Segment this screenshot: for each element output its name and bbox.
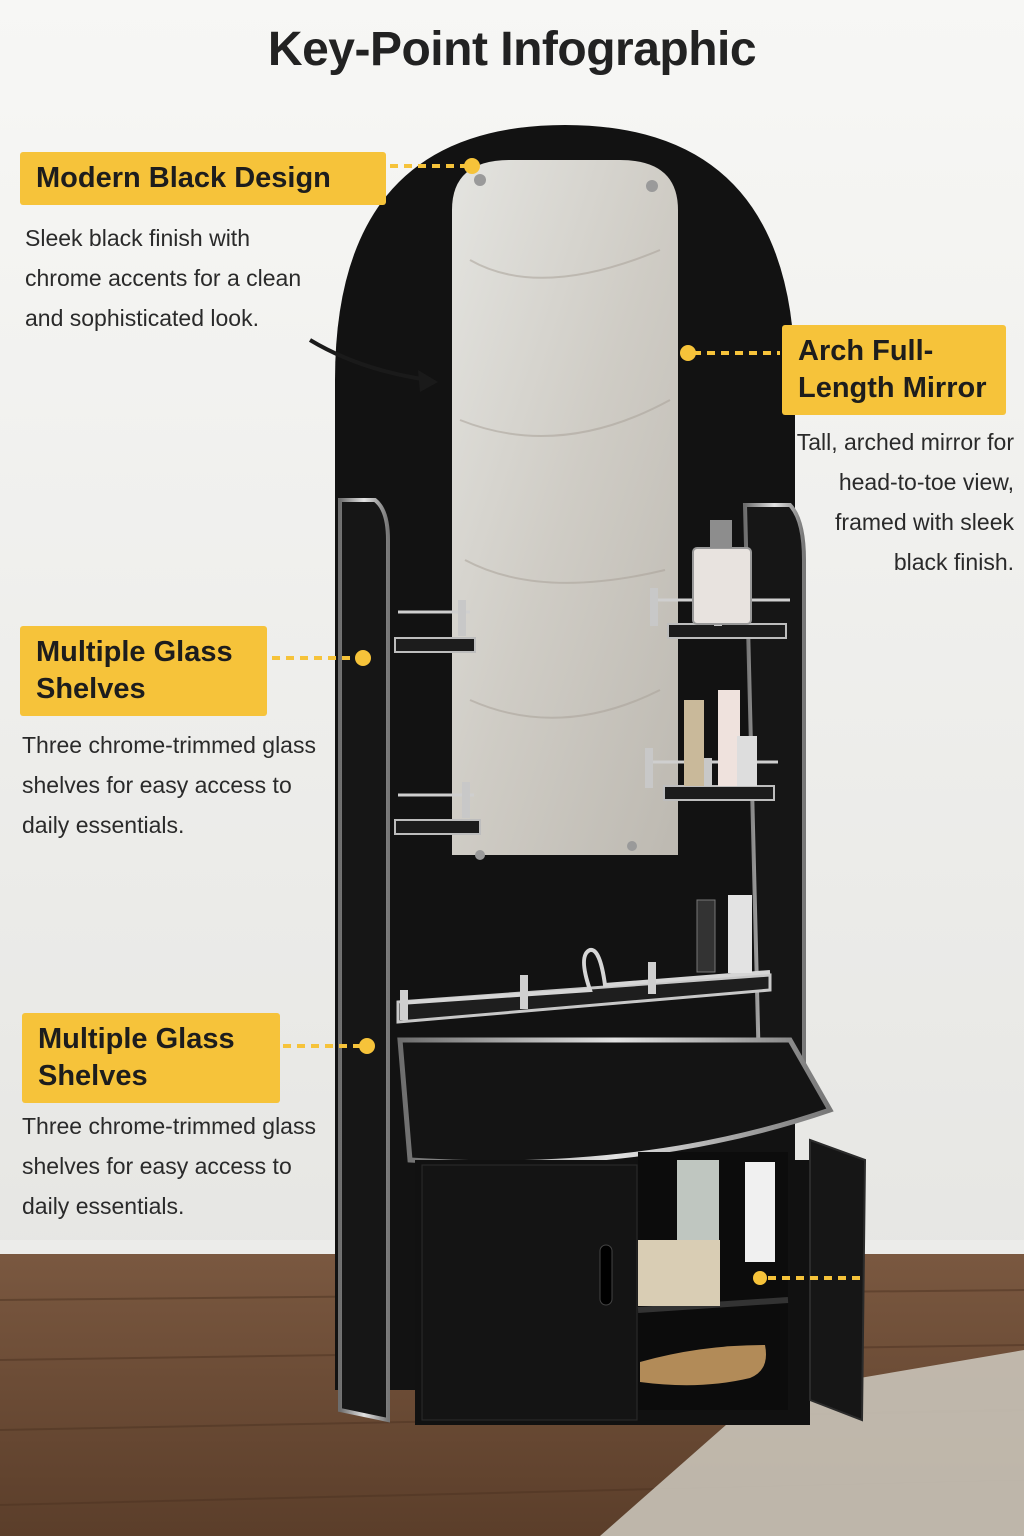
- cabinet-handle: [599, 1244, 613, 1306]
- counter-shelf: [396, 895, 772, 1024]
- perfume-bottle: [692, 520, 752, 625]
- callout-heading-arch-full-length-mirror: Arch Full-Length Mirror: [782, 325, 1006, 415]
- callout-connectors: [272, 164, 860, 1280]
- mirror-clips: [474, 174, 658, 860]
- callout-heading-modern-black-design: Modern Black Design: [20, 152, 386, 205]
- cabinet-door-right: [809, 1138, 867, 1422]
- pointer-arrowhead: [418, 370, 438, 392]
- callout-heading-multiple-glass-shelves-2: Multiple Glass Shelves: [22, 1013, 280, 1103]
- callout-text-arch-full-length-mirror: Tall, arched mirror for head-to-toe view…: [796, 429, 1014, 575]
- cabinet-items: [638, 1160, 775, 1386]
- callout-text-multiple-glass-shelves-2: Three chrome-trimmed glass shelves for e…: [22, 1113, 316, 1219]
- rug: [600, 1350, 1024, 1536]
- mirror-texture: [459, 249, 671, 719]
- callout-text-modern-black-design: Sleek black finish with chrome accents f…: [25, 225, 302, 331]
- left-column: [338, 498, 390, 1423]
- mirror: [452, 160, 678, 855]
- right-column: [742, 503, 806, 1112]
- callout-heading-multiple-glass-shelves: Multiple Glass Shelves: [20, 626, 267, 716]
- page-title: Key-Point Infographic: [267, 23, 757, 76]
- left-upper-shelf: [394, 600, 476, 653]
- cosmetic-bottles: [684, 690, 757, 786]
- callout-text-multiple-glass-shelves: Three chrome-trimmed glass shelves for e…: [22, 732, 316, 838]
- pointer-arrow: [308, 338, 429, 382]
- callout-dots: [355, 158, 696, 1054]
- left-lower-shelf: [394, 782, 481, 835]
